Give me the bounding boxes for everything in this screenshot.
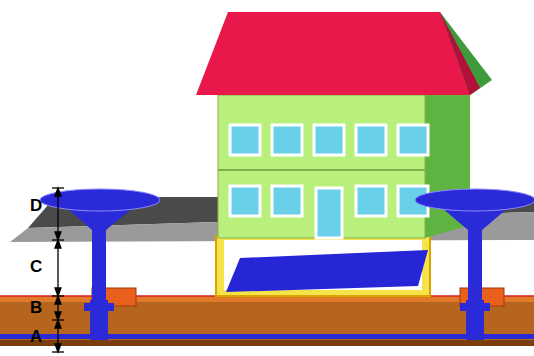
roof-edge	[440, 12, 480, 95]
window	[314, 125, 344, 155]
dimension-label: B	[30, 299, 42, 317]
main-pipe	[0, 296, 534, 346]
window	[356, 125, 386, 155]
house-front	[218, 95, 425, 238]
dimension-lines	[52, 188, 64, 352]
flange	[460, 303, 490, 311]
slab	[226, 250, 428, 292]
window	[272, 125, 302, 155]
lamp-head	[415, 189, 534, 211]
dimension-label: C	[30, 258, 42, 276]
window	[230, 186, 260, 216]
window	[356, 186, 386, 216]
floor-line	[218, 169, 425, 171]
basement	[216, 236, 430, 296]
window	[398, 125, 428, 155]
door	[316, 188, 342, 238]
dimension-label: D	[30, 197, 42, 215]
flange	[84, 303, 114, 311]
cable	[0, 334, 534, 339]
pipe-edge	[0, 340, 534, 346]
window	[230, 125, 260, 155]
roof	[196, 12, 470, 95]
dimension-label: A	[30, 328, 42, 346]
windows	[230, 125, 428, 238]
riser	[60, 202, 140, 300]
riser	[435, 202, 515, 300]
window	[272, 186, 302, 216]
